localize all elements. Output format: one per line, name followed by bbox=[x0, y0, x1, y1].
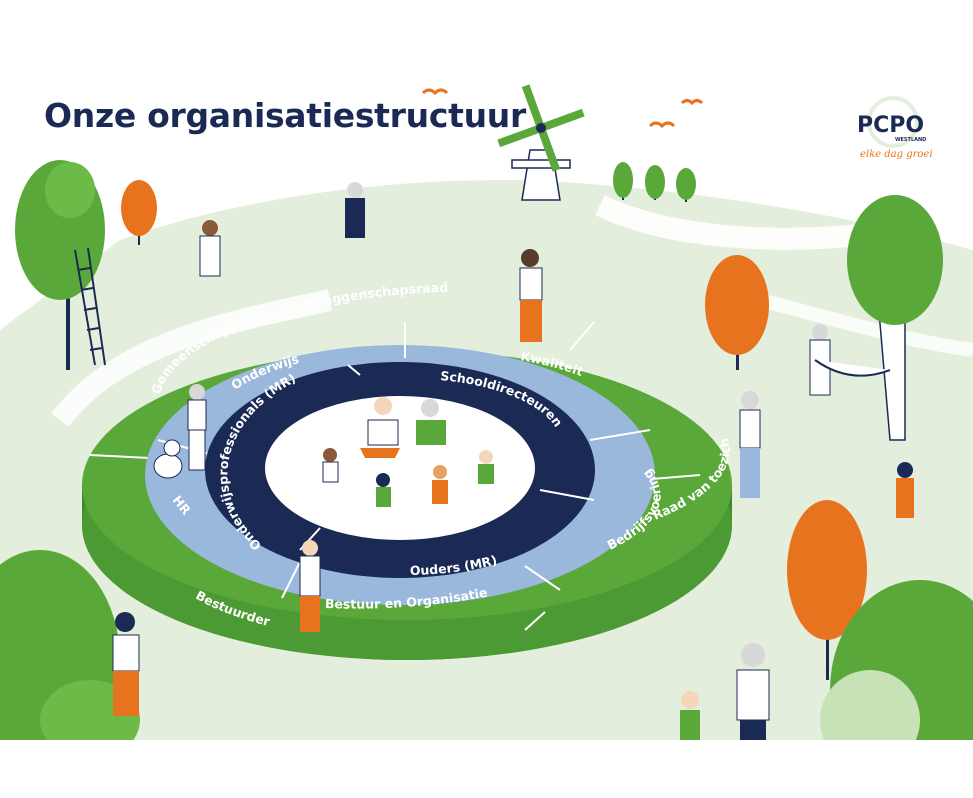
person-icon bbox=[187, 384, 207, 471]
ladder-icon bbox=[74, 247, 106, 366]
tree-orange-icon bbox=[121, 180, 157, 245]
path-right bbox=[595, 195, 973, 250]
hammock-icon bbox=[814, 359, 891, 377]
windmill-icon bbox=[497, 84, 585, 201]
bird-icon bbox=[680, 99, 704, 106]
path-left bbox=[51, 289, 333, 427]
person-icon bbox=[112, 612, 140, 716]
person-icon bbox=[736, 643, 770, 740]
person-icon bbox=[809, 324, 831, 396]
center-circle bbox=[265, 396, 535, 540]
person-icon bbox=[739, 391, 761, 498]
tree-orange-icon bbox=[787, 500, 867, 680]
tree-small-icon bbox=[613, 162, 696, 202]
person-icon bbox=[680, 691, 700, 740]
tree-left-icon bbox=[15, 160, 105, 370]
tree-right-icon bbox=[847, 195, 943, 441]
bird-icon bbox=[421, 88, 449, 96]
dog-icon bbox=[153, 439, 183, 479]
children-group-icon bbox=[322, 397, 494, 507]
bird-icon bbox=[648, 121, 676, 129]
person-icon bbox=[299, 540, 321, 632]
path-right-2 bbox=[758, 293, 973, 357]
page-title: Onze organisatiestructuur bbox=[44, 96, 526, 135]
person-icon bbox=[896, 462, 914, 518]
person-icon bbox=[519, 249, 543, 342]
tree-orange-icon bbox=[705, 255, 769, 370]
person-icon bbox=[199, 220, 221, 277]
person-icon bbox=[345, 182, 365, 238]
